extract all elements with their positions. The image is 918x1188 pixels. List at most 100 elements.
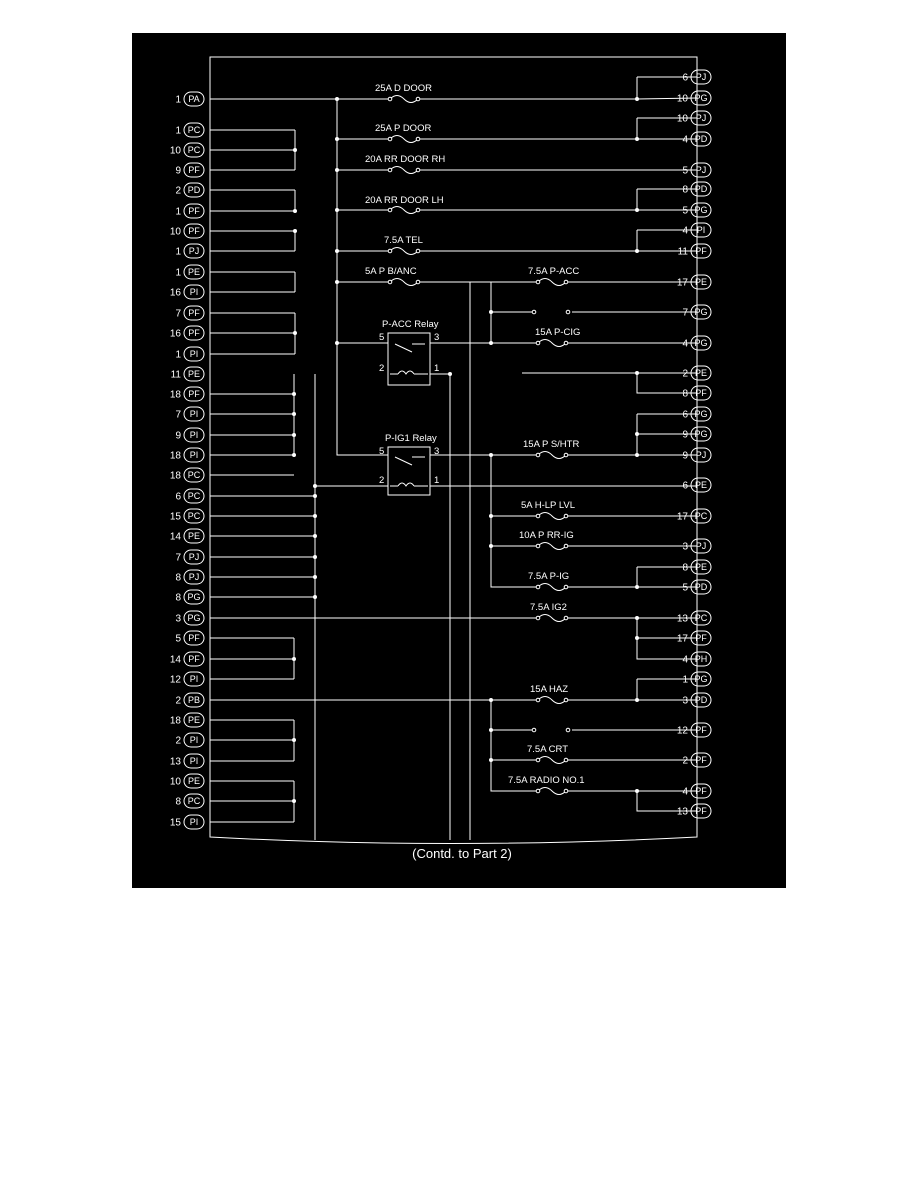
left-terminal-code: PE [188, 267, 200, 277]
fuse-icon [537, 696, 567, 704]
fuse-label: 7.5A IG2 [530, 602, 567, 613]
right-terminal-oval [690, 274, 712, 290]
right-terminal-pin: 6 [682, 481, 688, 492]
fuse-label: 25A P DOOR [375, 123, 431, 134]
fuse-icon [389, 247, 419, 255]
right-terminal-pin: 6 [682, 410, 688, 421]
left-terminal-code: PC [188, 145, 201, 155]
p-acc-relay-pin-5: 5 [379, 332, 384, 343]
left-terminal-pin: 2 [175, 696, 181, 707]
left-terminal-code: PA [188, 94, 199, 104]
junction-dot [489, 341, 493, 345]
fuse-icon [537, 278, 567, 286]
wire [490, 455, 697, 588]
right-terminal-code: PJ [696, 113, 707, 123]
fuse: 7.5A TEL [384, 235, 423, 255]
right-terminal-code: PF [695, 246, 707, 256]
fuse-icon [389, 206, 419, 214]
right-terminal-oval [690, 162, 712, 178]
junction-dot [635, 97, 639, 101]
left-terminal-pin: 9 [175, 166, 181, 177]
left-terminal-code: PF [188, 165, 200, 175]
right-terminal-code: PF [695, 806, 707, 816]
left-terminal-oval [183, 162, 205, 178]
left-terminal-pin: 1 [175, 247, 181, 258]
left-terminal-pin: 10 [170, 227, 182, 238]
right-terminal-pin: 17 [677, 512, 689, 523]
right-terminal-code: PG [694, 429, 707, 439]
left-terminal-oval [183, 182, 205, 198]
junction-dot [635, 249, 639, 253]
right-terminal-oval [690, 365, 712, 381]
right-terminal-pin: 17 [677, 634, 689, 645]
right-terminal-oval [690, 630, 712, 646]
left-terminal-code: PE [188, 776, 200, 786]
right-terminal-oval [690, 69, 712, 85]
right-terminal-oval [690, 579, 712, 595]
left-terminal-code: PJ [189, 552, 200, 562]
right-terminal-oval [690, 508, 712, 524]
left-terminal-pin: 16 [170, 288, 182, 299]
left-terminal-pin: 2 [175, 736, 181, 747]
fuse: 7.5A RADIO NO.1 [508, 775, 585, 795]
p-acc-relay-pin-3: 3 [434, 332, 439, 343]
p-ig1-relay-pin-1: 1 [434, 475, 439, 486]
left-terminal-pin: 1 [175, 268, 181, 279]
junction-dot [489, 728, 493, 732]
p-acc-relay-pin-1: 1 [434, 363, 439, 374]
left-terminal-pin: 8 [175, 593, 181, 604]
junction-dot [635, 453, 639, 457]
wire [636, 566, 697, 587]
right-terminal-pin: 4 [682, 339, 688, 350]
right-terminal-code: PI [697, 225, 706, 235]
left-terminal-oval [183, 366, 205, 382]
right-terminal-pin: 3 [682, 542, 688, 553]
left-terminal-pin: 11 [171, 370, 182, 381]
right-terminal-pin: 3 [682, 696, 688, 707]
right-terminal-code: PC [695, 613, 708, 623]
right-terminal-code: PG [694, 674, 707, 684]
junction-dot [313, 555, 317, 559]
junction-dot [489, 698, 493, 702]
left-terminal-oval [183, 305, 205, 321]
left-terminal-code: PI [190, 349, 199, 359]
right-terminal-oval [690, 692, 712, 708]
junction-dot [335, 249, 339, 253]
junction-dot [448, 372, 452, 376]
fuse-label: 7.5A RADIO NO.1 [508, 775, 585, 786]
junction-dot [635, 371, 639, 375]
junction-dot [635, 616, 639, 620]
junction-dot [293, 209, 297, 213]
left-terminal-oval [183, 528, 205, 544]
left-terminal-oval [183, 325, 205, 341]
left-terminal-code: PF [188, 226, 200, 236]
fuse-label: 20A RR DOOR RH [365, 154, 445, 165]
junction-dot [293, 148, 297, 152]
left-terminal-pin: 13 [170, 757, 182, 768]
right-terminal-code: PJ [696, 165, 707, 175]
left-terminal-oval [183, 223, 205, 239]
right-terminal-pin: 8 [682, 185, 688, 196]
left-terminal-pin: 3 [175, 614, 181, 625]
left-terminal-code: PE [188, 715, 200, 725]
right-terminal-pin: 8 [682, 389, 688, 400]
junction-dot [489, 310, 493, 314]
junction-dot [489, 453, 493, 457]
fuse-label: 7.5A CRT [527, 744, 568, 755]
